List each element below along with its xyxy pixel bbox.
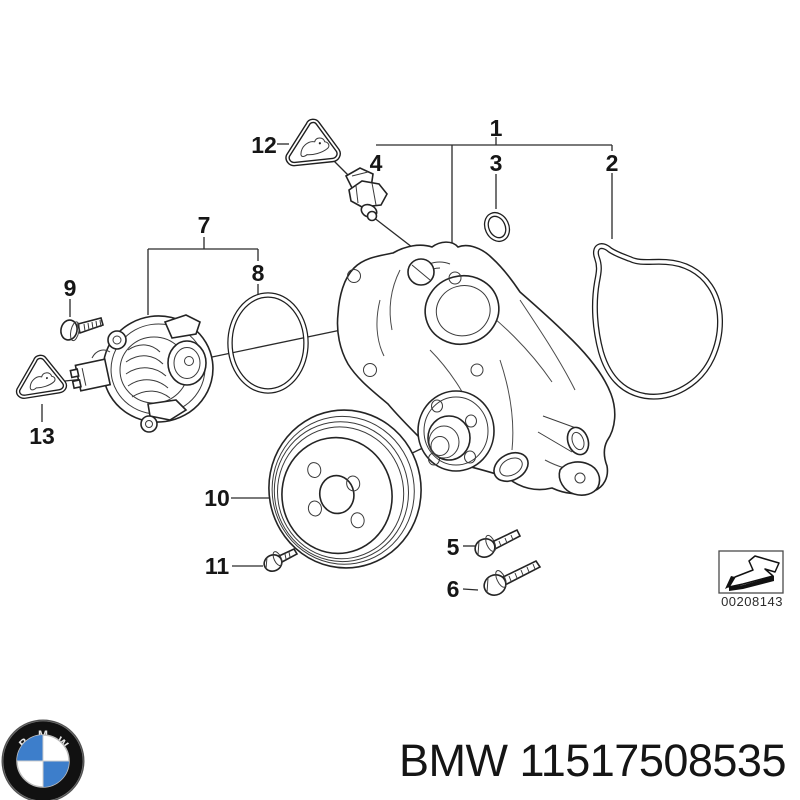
callout-13: 13 bbox=[29, 423, 55, 449]
o-ring-drawing bbox=[227, 292, 309, 394]
callout-10: 10 bbox=[204, 485, 230, 511]
warning-triangle-icon bbox=[285, 118, 341, 167]
gasket-drawing bbox=[591, 243, 723, 400]
brand-text: BMW bbox=[399, 735, 508, 786]
callout-9: 9 bbox=[64, 275, 77, 301]
callout-12: 12 bbox=[251, 132, 277, 158]
stamp-code: 00208143 bbox=[721, 594, 783, 609]
callout-2: 2 bbox=[606, 150, 619, 176]
pulley-drawing bbox=[268, 409, 422, 569]
callout-7: 7 bbox=[198, 212, 211, 238]
callout-8: 8 bbox=[252, 260, 265, 286]
stamp-box: 00208143 bbox=[718, 550, 784, 609]
bolt-5-drawing bbox=[474, 528, 522, 558]
thermostat-drawing bbox=[69, 314, 214, 433]
bolt-6-drawing bbox=[483, 559, 542, 596]
callout-1: 1 bbox=[490, 115, 503, 141]
bolt-9-drawing bbox=[60, 317, 104, 342]
sensor-drawing bbox=[344, 167, 388, 222]
warning-triangle-icon bbox=[15, 354, 68, 399]
callout-5: 5 bbox=[447, 534, 460, 560]
bmw-logo: B M W bbox=[1, 719, 85, 800]
small-o-ring-drawing bbox=[483, 211, 511, 243]
part-number-text: 11517508535 bbox=[519, 735, 787, 786]
water-pump-drawing bbox=[336, 241, 616, 496]
return-arrow-icon bbox=[725, 555, 780, 591]
bolt-11-drawing bbox=[263, 547, 299, 572]
callout-6: 6 bbox=[447, 576, 460, 602]
callout-3: 3 bbox=[490, 150, 503, 176]
callout-11: 11 bbox=[205, 553, 230, 579]
callout-4: 4 bbox=[370, 150, 383, 176]
